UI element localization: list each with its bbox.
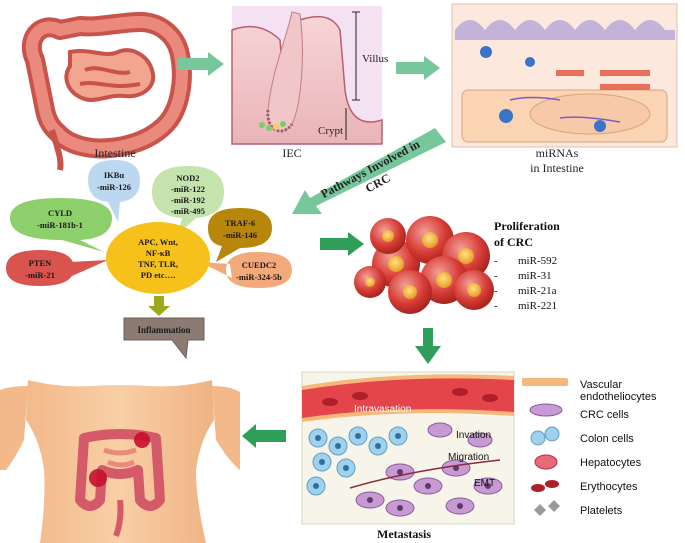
- mirnas-label-line2: in Intestine: [530, 161, 584, 175]
- center-line4: PD etc….: [141, 270, 175, 280]
- iec-illustration: [231, 6, 383, 145]
- legend-swatch-platelets: [534, 500, 560, 516]
- intestine-label: Intestine: [94, 146, 135, 160]
- traf6-bubble: [208, 208, 272, 262]
- crypt-label: Crypt: [318, 125, 343, 137]
- nod2-sub2: -miR-192: [171, 195, 205, 205]
- ikba-bubble: [88, 160, 140, 222]
- proliferation-item: miR-592: [518, 255, 557, 267]
- crc-cell-cluster: [354, 216, 494, 314]
- iec-label: IEC: [282, 146, 301, 160]
- cyld-bubble: [10, 198, 112, 252]
- invation-label: Invation: [456, 430, 491, 441]
- proliferation-bullet: -: [494, 270, 498, 282]
- arrow-metastasis-to-body: [242, 424, 286, 448]
- legend-label-vascular-1: Vascular: [580, 379, 622, 391]
- arrow-pathways: [292, 128, 446, 214]
- proliferation-title-line2: of CRC: [494, 235, 533, 249]
- villus-label: Villus: [362, 53, 388, 65]
- legend-swatch-vascular: [522, 378, 568, 386]
- cuedc2-sub: -miR-324-5b: [236, 272, 282, 282]
- cyld-sub: -miR-181b-1: [37, 220, 83, 230]
- legend-swatch-crc: [529, 403, 563, 417]
- inflammation-label: Inflammation: [137, 325, 190, 335]
- mirna-illustration: [451, 3, 678, 148]
- emt-label: EMT: [474, 478, 495, 489]
- proliferation-bullet: -: [494, 255, 498, 267]
- center-line2: NF-κB: [146, 248, 171, 258]
- proliferation-bullet: -: [494, 300, 498, 312]
- legend-label-hepatocytes: Hepatocytes: [580, 457, 642, 469]
- human-torso-illustration: [0, 380, 240, 543]
- center-line1: APC, Wnt,: [138, 237, 178, 247]
- arrow-to-metastasis: [415, 328, 441, 364]
- legend: [522, 378, 568, 516]
- mirnas-label-line1: miRNAs: [536, 146, 579, 160]
- center-line3: TNF, TLR,: [138, 259, 178, 269]
- metastasis-illustration: [301, 371, 515, 525]
- arrow-iec-to-mirnas: [396, 56, 440, 80]
- cyld-title: CYLD: [48, 208, 72, 218]
- cuedc2-bubble: [200, 252, 292, 288]
- traf6-title: TRAF-6: [225, 218, 255, 228]
- legend-swatch-erythocytes: [531, 484, 545, 492]
- nod2-sub3: -miR-495: [171, 206, 205, 216]
- pten-title: PTEN: [29, 258, 53, 268]
- legend-swatch-hepatocytes: [534, 454, 558, 470]
- ikba-sub: -miR-126: [97, 182, 131, 192]
- intravasation-label: Intravasation: [354, 404, 411, 415]
- legend-label-vascular-2: endotheliocytes: [580, 391, 657, 403]
- migration-label: Migration: [448, 452, 489, 463]
- center-pathway-bubble: [106, 222, 210, 294]
- proliferation-item: miR-31: [518, 270, 552, 282]
- nod2-title: NOD2: [176, 173, 199, 183]
- proliferation-list: - miR-592 - miR-31 - miR-21a - miR-221: [494, 255, 557, 312]
- traf6-sub: -miR-146: [223, 230, 257, 240]
- metastasis-label: Metastasis: [377, 527, 431, 541]
- proliferation-title-line1: Proliferation: [494, 219, 560, 233]
- cuedc2-title: CUEDC2: [242, 260, 276, 270]
- pten-sub: -miR-21: [25, 270, 55, 280]
- pathway-bubbles: [6, 160, 292, 294]
- legend-swatch-colon: [530, 430, 546, 446]
- legend-label-platelets: Platelets: [580, 505, 623, 517]
- legend-label-crc: CRC cells: [580, 409, 629, 421]
- proliferation-bullet: -: [494, 285, 498, 297]
- nod2-bubble: [152, 166, 224, 234]
- legend-label-colon: Colon cells: [580, 433, 634, 445]
- proliferation-item: miR-221: [518, 300, 557, 312]
- proliferation-item: miR-21a: [518, 285, 557, 297]
- arrow-intestine-to-iec: [178, 52, 224, 76]
- legend-label-erythocytes: Erythocytes: [580, 481, 638, 493]
- pten-bubble: [6, 250, 108, 286]
- arrow-to-inflammation: [148, 296, 170, 316]
- arrow-pathways-to-proliferation: [320, 232, 364, 256]
- intestine-illustration: [21, 12, 192, 171]
- nod2-sub1: -miR-122: [171, 184, 205, 194]
- ikba-title: IKBα: [104, 170, 125, 180]
- inflammation-callout: [123, 317, 205, 360]
